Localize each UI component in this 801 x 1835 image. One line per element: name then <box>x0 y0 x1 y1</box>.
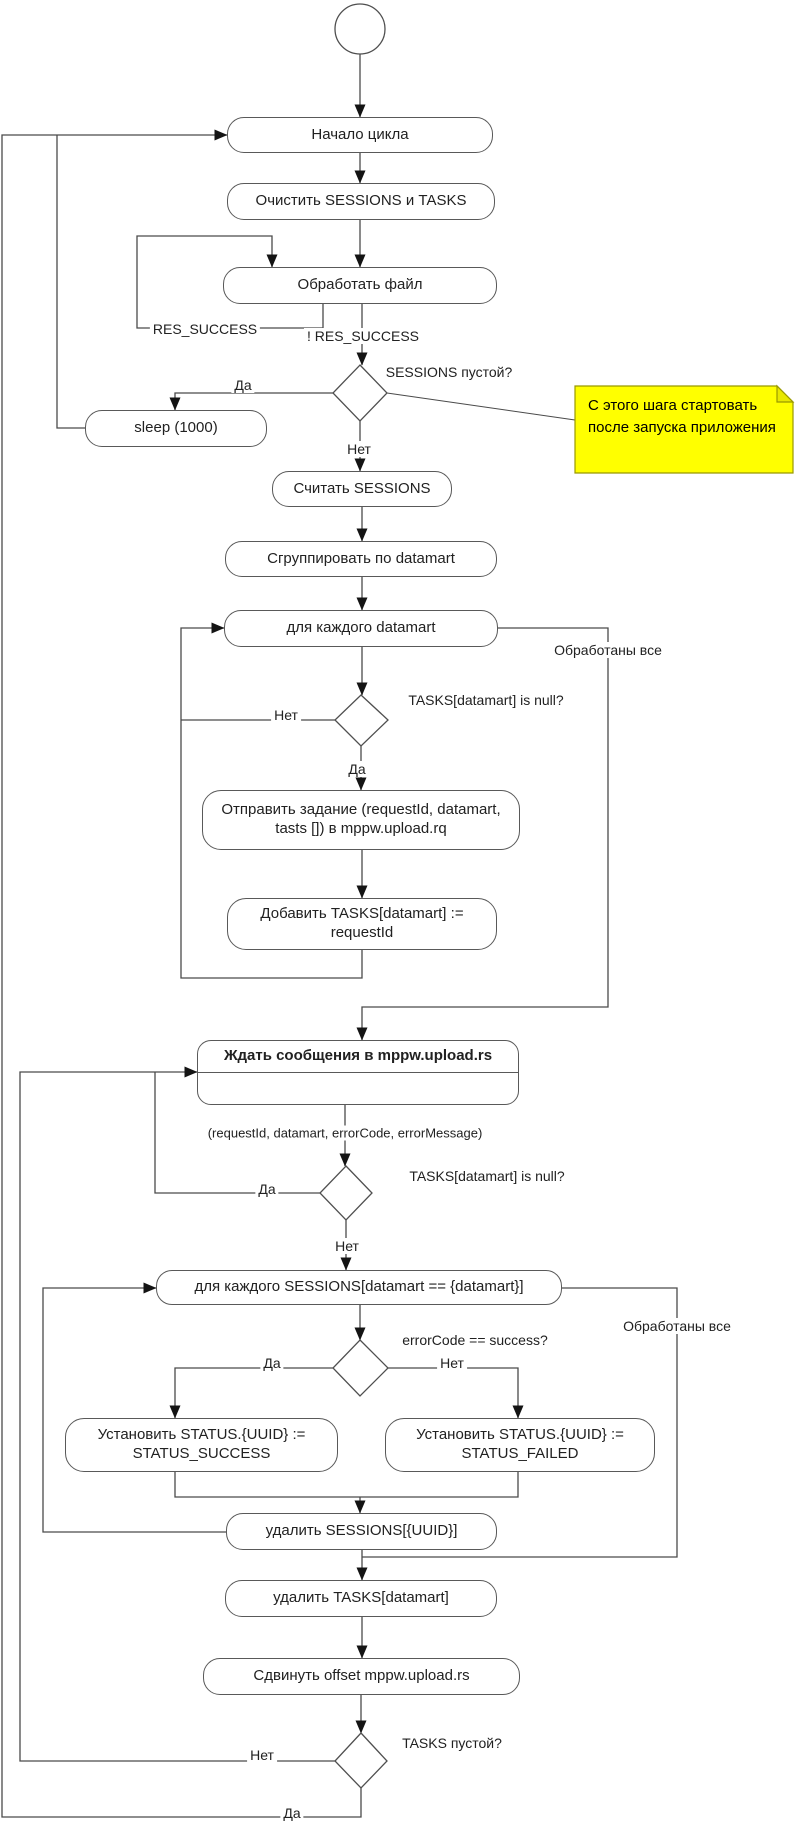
node-wait-message-body <box>198 1073 518 1104</box>
edge-sleep-to-loop-start <box>56 135 85 429</box>
edge-process-file-self-loop <box>136 235 324 329</box>
edge-label-yes-3: Да <box>255 1181 279 1197</box>
edge-processed-all-1 <box>356 627 609 1041</box>
node-send-task: Отправить задание (requestId, datamart, … <box>202 790 520 850</box>
edge-label-yes-4: Да <box>260 1355 284 1371</box>
node-shift-offset: Сдвинуть offset mppw.upload.rs <box>203 1658 520 1695</box>
node-sleep: sleep (1000) <box>85 410 267 447</box>
edge-processed-all-2 <box>362 1287 678 1558</box>
edge-label-yes-1: Да <box>231 377 255 393</box>
decision-label-tasks-null-2: TASKS[datamart] is null? <box>406 1168 568 1184</box>
decision-label-sessions-empty: SESSIONS пустой? <box>382 364 516 380</box>
edge-label-no-3: Нет <box>332 1238 362 1254</box>
note: С этого шага стартовать после запуска пр… <box>588 397 776 436</box>
edge-merge-bar <box>174 1472 519 1498</box>
edge-errorcode-yes <box>169 1367 333 1419</box>
decision-sessions-empty <box>332 364 388 422</box>
edge-label-res-success: RES_SUCCESS <box>149 321 261 337</box>
edge-add-task-loop <box>180 622 363 979</box>
node-process-file: Обработать файл <box>223 267 497 304</box>
note-fold-corner <box>776 384 795 403</box>
edge-label-no-4: Нет <box>437 1355 467 1371</box>
node-wait-message-title: Ждать сообщения в mppw.upload.rs <box>198 1041 518 1073</box>
edge-label-processed-all-1: Обработаны все <box>551 642 665 658</box>
decision-tasks-empty <box>334 1732 388 1789</box>
node-loop-start: Начало цикла <box>227 117 493 153</box>
decision-label-tasks-empty: TASKS пустой? <box>399 1735 505 1751</box>
edge-tasks-empty-yes-to-loop-start <box>1 129 362 1818</box>
decision-label-tasks-null-1: TASKS[datamart] is null? <box>405 692 567 708</box>
node-add-task: Добавить TASKS[datamart] := requestId <box>227 898 497 950</box>
node-foreach-datamart: для каждого datamart <box>224 610 498 647</box>
decision-label-error-code: errorCode == success? <box>399 1332 551 1348</box>
edge-label-message-params: (requestId, datamart, errorCode, errorMe… <box>204 1125 486 1141</box>
node-set-status-failed: Установить STATUS.{UUID} := STATUS_FAILE… <box>385 1418 655 1472</box>
edge-label-not-res-success: ! RES_SUCCESS <box>303 328 423 344</box>
edge-tasks-empty-no-to-wait <box>19 1066 335 1762</box>
edge-label-yes-5: Да <box>280 1805 304 1821</box>
edge-note-connector <box>386 392 576 421</box>
note-shape <box>574 385 794 474</box>
edge-label-no-2: Нет <box>271 707 301 723</box>
edge-label-yes-2: Да <box>345 761 369 777</box>
edge-delete-sessions-loop <box>42 1282 226 1533</box>
node-set-status-success: Установить STATUS.{UUID} := STATUS_SUCCE… <box>65 1418 338 1472</box>
edge-label-no-1: Нет <box>344 441 374 457</box>
node-wait-message: Ждать сообщения в mppw.upload.rs <box>197 1040 519 1105</box>
node-delete-tasks: удалить TASKS[datamart] <box>225 1580 497 1617</box>
node-clear-sessions-tasks: Очистить SESSIONS и TASKS <box>227 183 495 220</box>
decision-tasks-null-2 <box>319 1165 373 1221</box>
node-read-sessions: Считать SESSIONS <box>272 471 452 507</box>
decision-tasks-null-1 <box>334 694 389 747</box>
node-group-by-datamart: Сгруппировать по datamart <box>225 541 497 577</box>
node-delete-sessions: удалить SESSIONS[{UUID}] <box>226 1513 497 1550</box>
edge-sessions-empty-yes-to-sleep <box>169 392 333 411</box>
edge-errorcode-no <box>388 1367 524 1419</box>
initial-node <box>334 3 386 55</box>
decision-error-code <box>332 1339 389 1397</box>
edge-label-no-5: Нет <box>247 1747 277 1763</box>
node-foreach-sessions: для каждого SESSIONS[datamart == {datama… <box>156 1270 562 1305</box>
edge-label-processed-all-2: Обработаны все <box>620 1318 734 1334</box>
